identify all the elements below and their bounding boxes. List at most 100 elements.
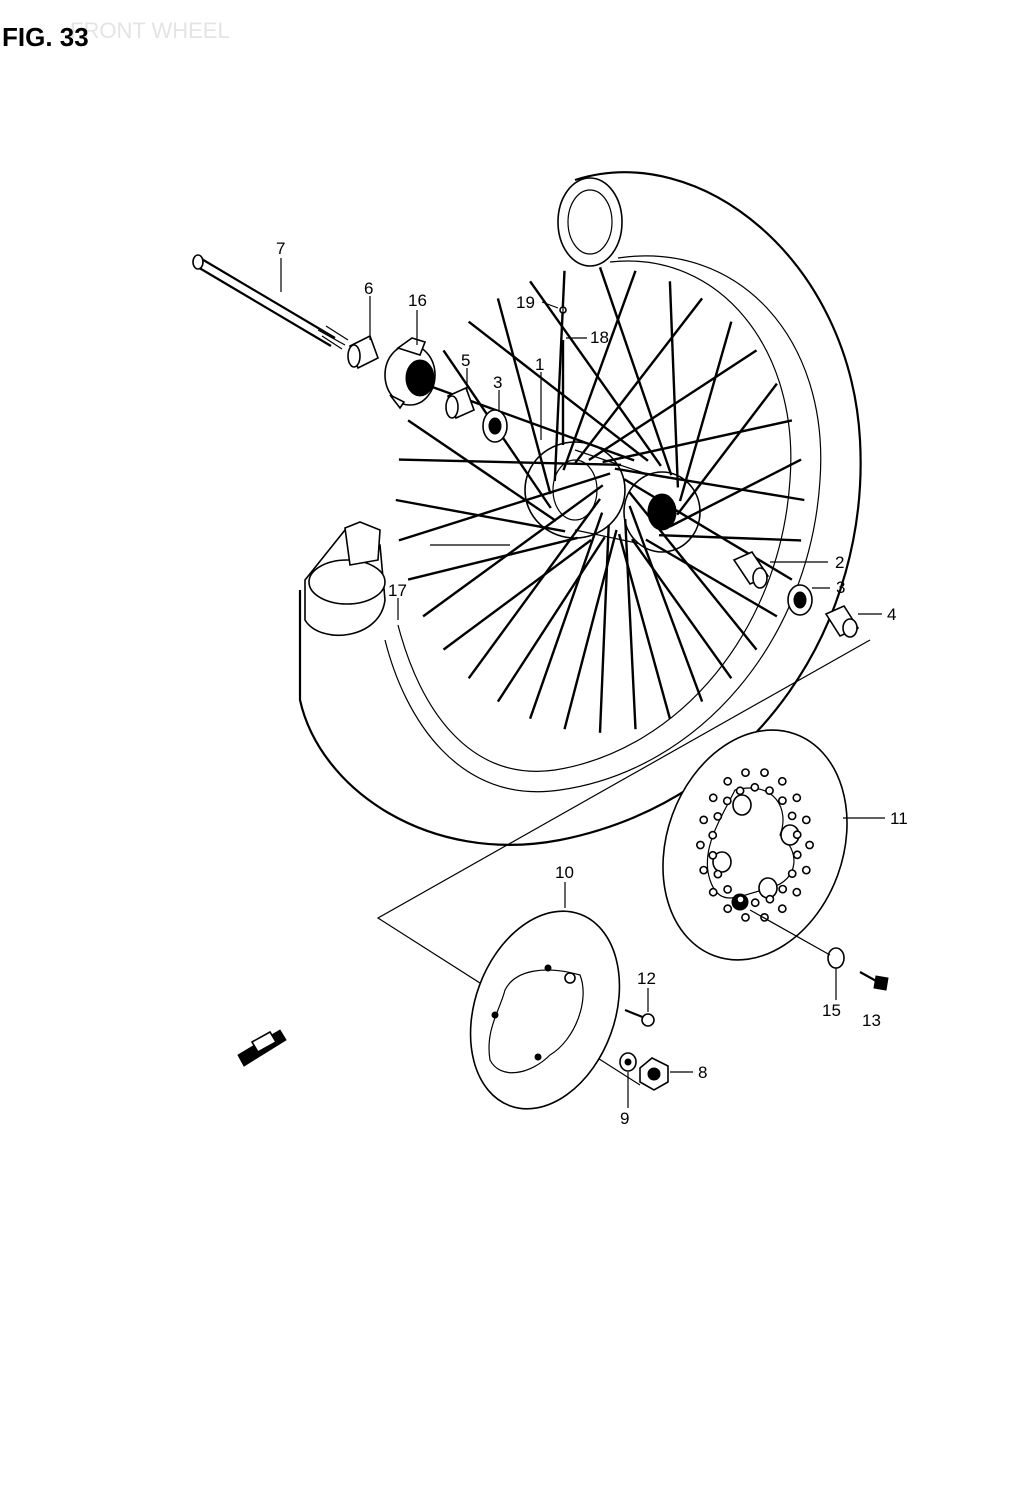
disc-vent-hole <box>723 885 732 894</box>
disc-vent-hole <box>792 887 802 897</box>
figure-subtitle: FRONT WHEEL <box>70 18 230 43</box>
callout-9: 9 <box>620 1109 629 1128</box>
disc-vent-hole <box>723 776 733 786</box>
callout-16: 16 <box>408 291 427 310</box>
disc-vent-hole <box>777 776 787 786</box>
callout-15: 15 <box>822 1001 841 1020</box>
callout-10: 10 <box>555 863 574 882</box>
disc-vent-hole <box>787 869 797 878</box>
brake-disc-11 <box>662 729 848 961</box>
callout-8: 8 <box>698 1063 707 1082</box>
washer-9 <box>619 1052 637 1072</box>
callout-labels: 7 6 16 19 18 5 1 3 2 3 4 17 11 10 12 15 … <box>276 239 908 1128</box>
spoke <box>645 538 778 618</box>
callout-4: 4 <box>887 605 896 624</box>
spoke <box>588 349 758 462</box>
spoke <box>678 321 733 502</box>
speedometer-gearbox-16 <box>384 337 436 410</box>
callout-12: 12 <box>637 969 656 988</box>
spoke-nipple-19 <box>559 305 567 316</box>
spoke <box>467 498 601 680</box>
disc-vent-hole <box>696 840 705 850</box>
spoke <box>624 518 637 730</box>
callout-leaders <box>280 258 885 1108</box>
callout-3-left: 3 <box>493 373 502 392</box>
disc-vent-hole <box>760 768 769 777</box>
spoke <box>496 536 606 703</box>
spoke <box>614 467 805 502</box>
disc-vent-hole <box>778 884 788 894</box>
disc-vent-hole <box>787 811 797 821</box>
disc-vent-hole <box>699 815 709 825</box>
spoke <box>529 280 662 467</box>
callout-18: 18 <box>590 328 609 347</box>
washer-15 <box>827 947 845 969</box>
disc-vent-hole <box>722 796 732 806</box>
callout-19: 19 <box>516 293 535 312</box>
disc-vent-hole <box>792 793 802 803</box>
callout-3-right: 3 <box>836 578 845 597</box>
spoke <box>598 266 673 476</box>
disc-vent-hole <box>801 865 811 875</box>
spoke <box>496 298 552 495</box>
spoke <box>628 491 758 651</box>
nut-8 <box>639 1057 669 1091</box>
callout-11: 11 <box>890 809 908 828</box>
tire <box>298 171 862 846</box>
spoke <box>668 281 680 488</box>
bolt-12 <box>624 1008 655 1027</box>
spacer-2 <box>732 550 770 589</box>
disc-vent-hole <box>792 850 802 860</box>
disc-vent-hole <box>713 812 723 821</box>
disc-vent-hole <box>741 768 750 777</box>
disc-vent-hole <box>699 865 709 875</box>
bolt-13 <box>859 971 889 991</box>
spoke <box>398 472 611 542</box>
callout-6: 6 <box>364 279 373 298</box>
disc-vent-hole <box>708 887 718 897</box>
disc-vent-hole <box>777 904 787 914</box>
disc-vent-hole <box>708 793 718 803</box>
callout-7: 7 <box>276 239 285 258</box>
disc-cover-10 <box>469 910 621 1110</box>
axle <box>192 254 349 350</box>
disc-vent-hole <box>750 782 760 792</box>
disc-vent-hole <box>736 895 745 904</box>
spoke <box>669 458 802 528</box>
spoke <box>574 297 704 464</box>
bearing-3-left <box>482 409 508 443</box>
callout-2: 2 <box>835 553 844 572</box>
spoke <box>407 419 557 522</box>
disc-vent-hole <box>741 913 750 922</box>
disc-vent-hole <box>805 840 814 850</box>
spoke <box>398 458 622 466</box>
callout-17: 17 <box>388 581 407 600</box>
spoke <box>623 478 793 581</box>
collar-4 <box>824 604 860 638</box>
spoke <box>631 538 733 679</box>
spoke <box>407 536 578 581</box>
front-direction-arrow <box>237 1029 287 1067</box>
spoke <box>658 534 802 542</box>
spoke <box>598 524 610 733</box>
callout-5: 5 <box>461 351 470 370</box>
disc-vent-hole <box>713 869 723 879</box>
spoke <box>442 539 592 651</box>
disc-vent-hole <box>765 894 775 904</box>
disc-vent-hole <box>778 796 787 805</box>
collar-6 <box>347 334 379 370</box>
disc-vent-hole <box>801 815 811 825</box>
figure-label: FIG. 33 <box>2 22 89 52</box>
spoke <box>562 270 637 471</box>
disc-vent-hole <box>723 904 733 914</box>
bearing-3-right <box>787 584 813 616</box>
spoke <box>602 419 793 464</box>
spoke <box>395 498 566 533</box>
spacer-5 <box>445 386 476 420</box>
disc-vent-hole <box>708 850 718 860</box>
spoke <box>563 529 618 730</box>
spoke <box>422 484 604 618</box>
spoke <box>528 512 604 720</box>
